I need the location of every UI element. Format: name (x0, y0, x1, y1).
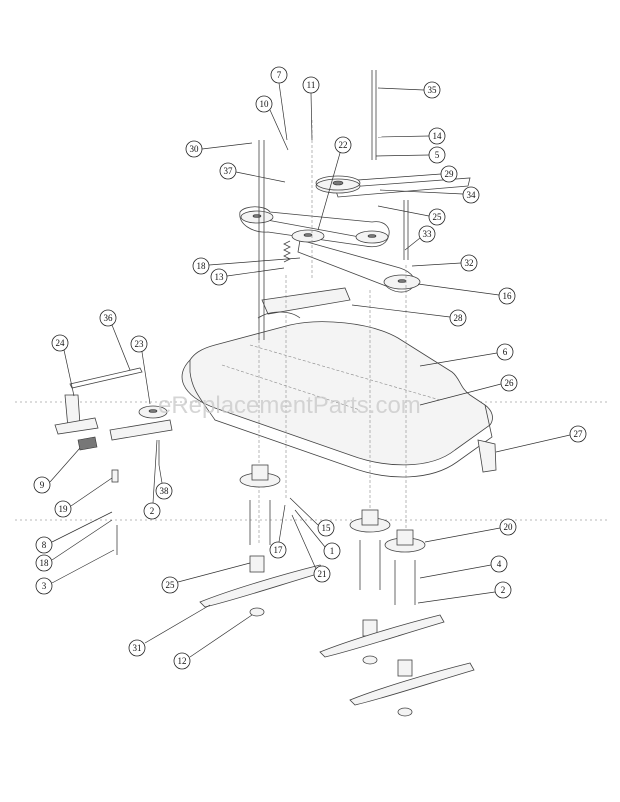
callout-26: 26 (419, 374, 518, 406)
callout-18-lower: 18 (35, 519, 113, 572)
svg-text:37: 37 (224, 166, 234, 176)
callout-28: 28 (351, 304, 467, 327)
spindles-and-blades (199, 464, 475, 717)
svg-text:31: 31 (133, 643, 142, 653)
svg-text:20: 20 (504, 522, 514, 532)
svg-text:28: 28 (454, 313, 464, 323)
svg-text:9: 9 (40, 480, 45, 490)
svg-text:26: 26 (505, 378, 515, 388)
callout-35: 35 (377, 81, 441, 99)
callout-layer: 7 11 35 10 14 30 22 5 37 29 34 25 33 18 … (33, 66, 587, 670)
callout-30: 30 (185, 140, 253, 158)
callout-23: 23 (130, 335, 151, 405)
svg-text:3: 3 (42, 581, 47, 591)
callout-4: 4 (419, 555, 508, 579)
svg-text:38: 38 (160, 486, 170, 496)
svg-text:25: 25 (166, 580, 176, 590)
svg-text:24: 24 (56, 338, 66, 348)
callout-36: 36 (99, 309, 131, 371)
svg-text:30: 30 (190, 144, 200, 154)
svg-text:7: 7 (277, 70, 282, 80)
callout-21: 21 (291, 514, 331, 583)
svg-text:35: 35 (428, 85, 438, 95)
svg-text:6: 6 (503, 347, 508, 357)
callout-1: 1 (294, 509, 341, 560)
svg-text:18: 18 (40, 558, 50, 568)
svg-text:2: 2 (501, 585, 506, 595)
svg-text:23: 23 (135, 339, 145, 349)
callout-27: 27 (495, 425, 587, 453)
callout-17: 17 (269, 504, 287, 559)
callout-13: 13 (210, 267, 285, 286)
svg-text:14: 14 (433, 131, 443, 141)
svg-text:21: 21 (318, 569, 327, 579)
callout-6: 6 (419, 343, 514, 367)
callout-38: 38 (155, 464, 173, 500)
callout-32: 32 (411, 254, 478, 272)
callout-3: 3 (35, 549, 115, 595)
callout-16: 16 (417, 283, 516, 305)
callout-34: 34 (379, 186, 480, 204)
svg-text:18: 18 (197, 261, 207, 271)
callout-14: 14 (377, 127, 446, 145)
callout-15: 15 (289, 497, 335, 537)
svg-text:27: 27 (574, 429, 584, 439)
svg-text:19: 19 (59, 504, 69, 514)
callout-22: 22 (317, 136, 352, 231)
callout-37: 37 (219, 162, 286, 183)
svg-text:5: 5 (435, 150, 440, 160)
svg-text:11: 11 (307, 80, 316, 90)
callout-19: 19 (54, 477, 113, 518)
callout-18-upper: 18 (192, 257, 301, 275)
callout-29: 29 (357, 165, 458, 183)
callout-12: 12 (173, 614, 253, 670)
callout-11: 11 (302, 76, 320, 141)
svg-text:12: 12 (178, 656, 187, 666)
watermark: eReplacementParts.com (158, 392, 421, 419)
svg-text:4: 4 (497, 559, 502, 569)
svg-text:13: 13 (215, 272, 225, 282)
callout-8: 8 (35, 511, 113, 554)
callout-20: 20 (424, 518, 517, 543)
svg-text:25: 25 (433, 212, 443, 222)
callout-10: 10 (255, 95, 289, 151)
svg-text:1: 1 (330, 546, 335, 556)
svg-text:32: 32 (465, 258, 474, 268)
mower-deck (181, 287, 497, 478)
callout-25-bottom: 25 (161, 562, 251, 594)
callout-2-right: 2 (417, 581, 512, 604)
callout-31: 31 (128, 604, 211, 657)
svg-text:10: 10 (260, 99, 270, 109)
svg-text:16: 16 (503, 291, 513, 301)
callout-24: 24 (51, 334, 75, 397)
callout-5: 5 (375, 146, 446, 164)
svg-text:33: 33 (423, 229, 433, 239)
svg-text:36: 36 (104, 313, 114, 323)
svg-text:15: 15 (322, 523, 332, 533)
svg-text:17: 17 (274, 545, 284, 555)
callout-2-left: 2 (143, 439, 161, 520)
svg-text:34: 34 (467, 190, 477, 200)
callout-7: 7 (270, 66, 288, 141)
svg-text:8: 8 (42, 540, 47, 550)
svg-text:29: 29 (445, 169, 455, 179)
left-idler-assembly (54, 367, 173, 555)
belt-system (239, 70, 471, 545)
callout-33: 33 (404, 225, 436, 251)
callout-25-top: 25 (377, 205, 446, 226)
callout-9: 9 (33, 447, 81, 494)
svg-text:2: 2 (150, 506, 155, 516)
svg-text:22: 22 (339, 140, 348, 150)
